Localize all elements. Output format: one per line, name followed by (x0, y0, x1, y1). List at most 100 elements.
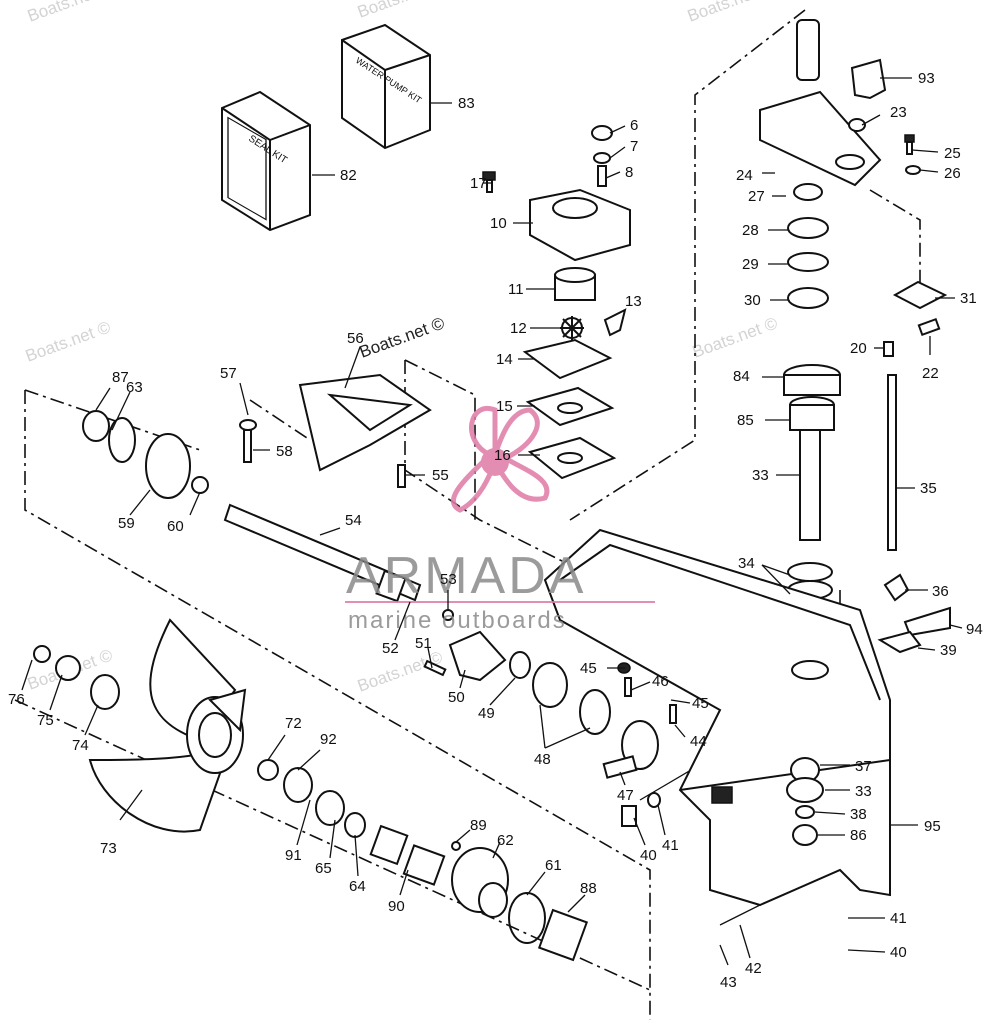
callout-90: 90 (388, 898, 405, 915)
drive-shaft (783, 364, 951, 654)
callout-62: 62 (497, 832, 514, 849)
callout-88: 88 (580, 880, 597, 897)
callout-13: 13 (625, 293, 642, 310)
armada-logo: ARMADA marine outboards (345, 405, 655, 634)
callout-75: 75 (37, 712, 54, 729)
watermark-text: Boats.net © (25, 0, 116, 26)
callout-41-right: 41 (890, 910, 907, 927)
callout-76: 76 (8, 691, 25, 708)
watermark-text-dark: Boats.net © (357, 313, 448, 361)
callout-85: 85 (737, 412, 754, 429)
callout-7: 7 (630, 138, 638, 155)
callout-45-left: 45 (580, 660, 597, 677)
callout-35: 35 (920, 480, 937, 497)
callout-23: 23 (890, 104, 907, 121)
callout-38: 38 (850, 806, 867, 823)
brand-name: ARMADA (346, 547, 586, 605)
callout-49: 49 (478, 705, 495, 722)
callout-42: 42 (745, 960, 762, 977)
callout-labels: 6 7 8 10 11 12 13 14 15 16 17 20 22 23 2… (8, 70, 983, 991)
callout-46: 46 (652, 673, 669, 690)
water-pump-assembly (482, 125, 631, 480)
shift-cover-assembly (759, 19, 948, 357)
brand-tagline: marine outboards (348, 607, 567, 634)
propeller (33, 618, 247, 833)
callout-54: 54 (345, 512, 362, 529)
callout-57: 57 (220, 365, 237, 382)
callout-33-lower: 33 (855, 783, 872, 800)
callout-74: 74 (72, 737, 89, 754)
callout-6: 6 (630, 117, 638, 134)
callout-50: 50 (448, 689, 465, 706)
callout-95: 95 (924, 818, 941, 835)
callout-82: 82 (340, 167, 357, 184)
gearcase-housing (543, 528, 891, 907)
callout-89: 89 (470, 817, 487, 834)
callout-47: 47 (617, 787, 634, 804)
callout-86: 86 (850, 827, 867, 844)
water-pump-kit-box: WATER PUMP KIT (341, 23, 431, 150)
callout-37: 37 (855, 758, 872, 775)
callout-33-upper: 33 (752, 467, 769, 484)
water-tube-guide (239, 373, 432, 488)
callout-12: 12 (510, 320, 527, 337)
callout-11: 11 (508, 281, 524, 298)
callout-53: 53 (440, 571, 457, 588)
callout-36: 36 (932, 583, 949, 600)
callout-41-left: 41 (662, 837, 679, 854)
watermark-text: Boats.net © (690, 313, 781, 361)
callout-55: 55 (432, 467, 449, 484)
callout-8: 8 (625, 164, 633, 181)
callout-44: 44 (690, 733, 707, 750)
callout-52: 52 (382, 640, 399, 657)
callout-83: 83 (458, 95, 475, 112)
callout-34: 34 (738, 555, 755, 572)
callout-10: 10 (490, 215, 507, 232)
callout-48: 48 (534, 751, 551, 768)
callout-58: 58 (276, 443, 293, 460)
callout-24: 24 (736, 167, 753, 184)
callout-91: 91 (285, 847, 302, 864)
watermark-text: Boats.net © (23, 317, 114, 365)
callout-26: 26 (944, 165, 961, 182)
watermark-text: Boats.net © (355, 647, 446, 695)
callout-65: 65 (315, 860, 332, 877)
callout-94: 94 (966, 621, 983, 638)
leader-lines (21, 77, 963, 966)
callout-40-right: 40 (890, 944, 907, 961)
watermark-text: Boats.net © (355, 0, 446, 22)
callout-43: 43 (720, 974, 737, 991)
callout-59: 59 (118, 515, 135, 532)
callout-45-right: 45 (692, 695, 709, 712)
callout-84: 84 (733, 368, 750, 385)
callout-56: 56 (347, 330, 364, 347)
callout-39: 39 (940, 642, 957, 659)
callout-16: 16 (494, 447, 511, 464)
propeller-shaft-assembly (82, 410, 677, 962)
callout-17: 17 (470, 175, 487, 192)
callout-73: 73 (100, 840, 117, 857)
callout-20: 20 (850, 340, 867, 357)
callout-22: 22 (922, 365, 939, 382)
callout-92: 92 (320, 731, 337, 748)
callout-31: 31 (960, 290, 977, 307)
callout-15: 15 (496, 398, 513, 415)
callout-25: 25 (944, 145, 961, 162)
callout-64: 64 (349, 878, 366, 895)
seal-kit-box: SEAL KIT (221, 90, 311, 232)
callout-29: 29 (742, 256, 759, 273)
callout-93: 93 (918, 70, 935, 87)
callout-40-left: 40 (640, 847, 657, 864)
callout-63: 63 (126, 379, 143, 396)
callout-30: 30 (744, 292, 761, 309)
callout-87: 87 (112, 369, 129, 386)
callout-72: 72 (285, 715, 302, 732)
callout-60: 60 (167, 518, 184, 535)
callout-28: 28 (742, 222, 759, 239)
callout-61: 61 (545, 857, 562, 874)
watermark-text: Boats.net © (685, 0, 776, 26)
callout-14: 14 (496, 351, 513, 368)
callout-51: 51 (415, 635, 432, 652)
